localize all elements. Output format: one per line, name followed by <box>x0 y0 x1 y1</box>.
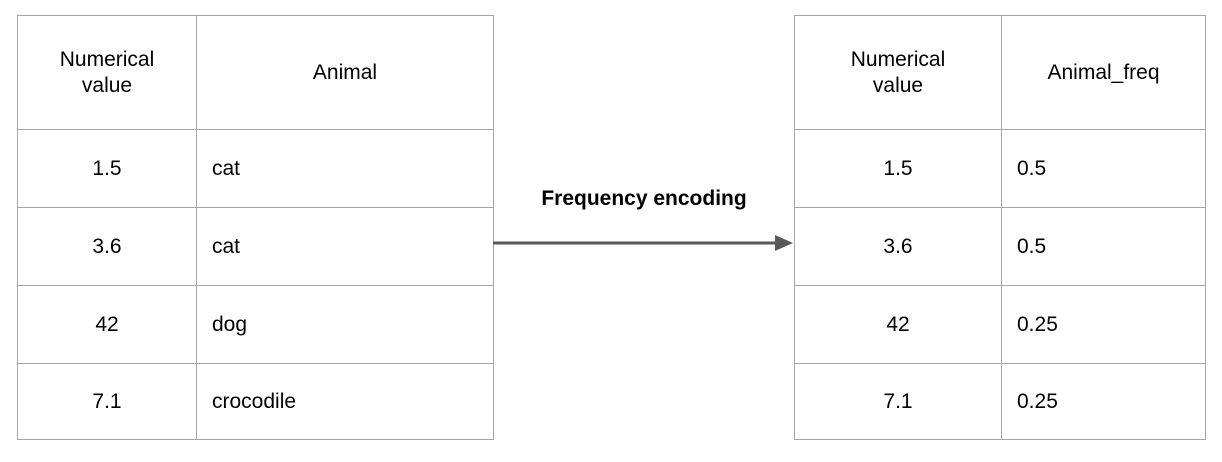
source-header-animal-label: Animal <box>312 60 378 84</box>
frequency-encoding-label: Frequency encoding <box>541 187 747 210</box>
source-cell-animal: crocodile <box>196 363 494 440</box>
source-table-header-row: Numerical value Animal <box>17 15 494 130</box>
source-header-numerical-value: Numerical value <box>17 15 197 130</box>
transformation-arrow-group: Frequency encoding <box>493 186 795 256</box>
source-table: Numerical value Animal 1.5 cat 3.6 cat 4… <box>17 15 494 440</box>
source-cell-value: 42 <box>17 285 197 364</box>
table-row: 1.5 0.5 <box>794 129 1206 208</box>
source-cell-value: 7.1 <box>17 363 197 440</box>
encoded-cell-value: 3.6 <box>794 207 1002 286</box>
source-cell-animal: dog <box>196 285 494 364</box>
source-cell-animal: cat <box>196 207 494 286</box>
encoded-cell-freq: 0.25 <box>1001 363 1206 440</box>
table-row: 42 0.25 <box>794 285 1206 364</box>
encoded-cell-freq: 0.25 <box>1001 285 1206 364</box>
source-header-numerical-line1: Numerical <box>59 47 155 71</box>
table-row: 7.1 0.25 <box>794 363 1206 440</box>
table-row: 3.6 cat <box>17 207 494 286</box>
table-row: 1.5 cat <box>17 129 494 208</box>
table-row: 42 dog <box>17 285 494 364</box>
source-header-animal: Animal <box>196 15 494 130</box>
table-row: 3.6 0.5 <box>794 207 1206 286</box>
encoded-header-animal-freq-label: Animal_freq <box>1047 60 1160 84</box>
arrow-right-icon <box>493 235 793 251</box>
encoded-cell-value: 1.5 <box>794 129 1002 208</box>
encoded-table: Numerical value Animal_freq 1.5 0.5 3.6 … <box>794 15 1206 440</box>
source-cell-value: 1.5 <box>17 129 197 208</box>
source-header-numerical-line2: value <box>81 73 133 97</box>
source-cell-animal: cat <box>196 129 494 208</box>
encoded-header-numerical-value: Numerical value <box>794 15 1002 130</box>
encoded-table-header-row: Numerical value Animal_freq <box>794 15 1206 130</box>
encoded-header-numerical-line2: value <box>872 73 924 97</box>
source-cell-value: 3.6 <box>17 207 197 286</box>
table-row: 7.1 crocodile <box>17 363 494 440</box>
encoded-header-animal-freq: Animal_freq <box>1001 15 1206 130</box>
encoded-cell-value: 42 <box>794 285 1002 364</box>
encoded-cell-freq: 0.5 <box>1001 207 1206 286</box>
encoded-header-numerical-line1: Numerical <box>850 47 946 71</box>
encoded-cell-freq: 0.5 <box>1001 129 1206 208</box>
encoded-cell-value: 7.1 <box>794 363 1002 440</box>
